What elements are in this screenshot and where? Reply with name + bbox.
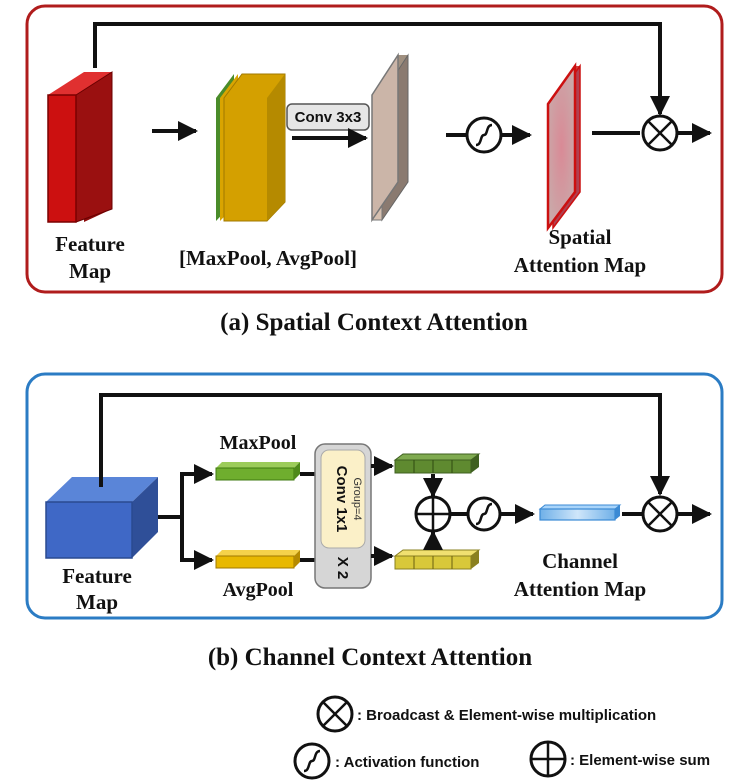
channel-attention-panel: MaxPool AvgPool Conv 1x1 Group=4 X 2	[25, 372, 724, 671]
spatial-map-label-1: Spatial	[548, 225, 611, 249]
branch-maxpool	[180, 464, 214, 517]
conv1x1-inner	[320, 449, 366, 549]
channel-map-label-1: Channel	[542, 549, 618, 573]
channel-panel-border	[25, 372, 724, 620]
feature-map-block-b	[45, 477, 158, 559]
legend-multiply-text: : Broadcast & Element-wise multiplicatio…	[357, 707, 656, 724]
channel-caption: (b) Channel Context Attention	[208, 644, 532, 671]
channel-attention-map	[538, 504, 622, 521]
legend-sum-text: : Element-wise sum	[570, 752, 710, 769]
avgpool-label: AvgPool	[223, 579, 294, 601]
feature-map-label-a-1: Feature	[55, 232, 125, 256]
multiply-icon-b	[641, 495, 679, 533]
group-label: Group=4	[351, 477, 363, 520]
conv3x3-box	[286, 103, 370, 131]
skip-connection-a	[93, 22, 670, 116]
conv1x1-label: Conv 1x1	[333, 466, 350, 533]
spatial-caption: (a) Spatial Context Attention	[220, 309, 528, 336]
avgpool-bar	[215, 550, 300, 569]
spatial-panel-border	[25, 4, 724, 294]
legend-sum-icon	[529, 740, 567, 778]
legend-activation-icon	[293, 742, 331, 780]
segmented-bar-top	[393, 453, 481, 474]
branch-avgpool	[180, 517, 214, 570]
feature-map-label-a-2: Map	[69, 259, 111, 283]
legend: : Broadcast & Element-wise multiplicatio…	[293, 695, 710, 780]
maxpool-label: MaxPool	[220, 432, 297, 454]
activation-icon-a	[465, 116, 503, 154]
pool-stack	[216, 73, 286, 222]
skip-connection-b	[99, 393, 670, 496]
legend-multiply-icon	[316, 695, 354, 733]
multiply-icon-a	[641, 114, 679, 152]
channel-map-label-2: Attention Map	[514, 577, 646, 601]
feature-map-label-b-2: Map	[76, 590, 118, 614]
spatial-attention-panel: Conv 3x3 Feature	[25, 4, 724, 336]
activation-icon-b	[466, 496, 502, 532]
repeat-label: X 2	[334, 557, 351, 580]
legend-activation-text: : Activation function	[335, 754, 479, 771]
segmented-bar-bottom	[393, 549, 481, 570]
spatial-map-label-2: Attention Map	[514, 253, 646, 277]
conv-output-map	[371, 52, 409, 223]
feature-map-label-b-1: Feature	[62, 564, 132, 588]
conv3x3-label: Conv 3x3	[295, 109, 362, 126]
feature-map-block-a	[47, 71, 113, 223]
maxpool-bar	[215, 462, 300, 481]
pool-label: [MaxPool, AvgPool]	[179, 246, 357, 270]
sum-icon-b	[414, 495, 452, 533]
spatial-attention-map	[546, 62, 581, 232]
